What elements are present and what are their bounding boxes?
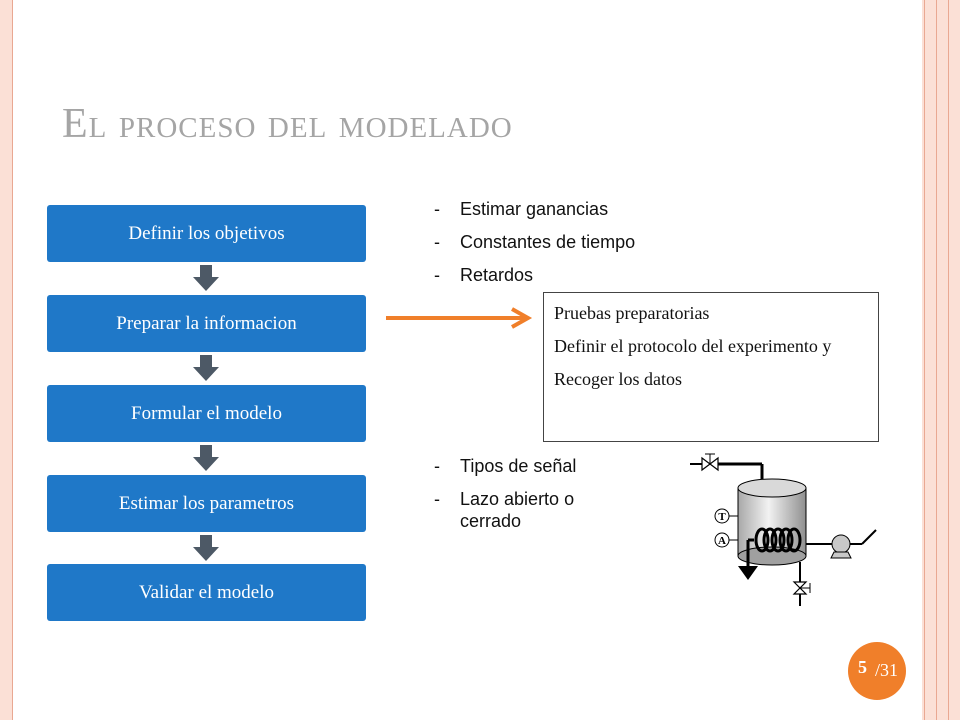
page-number: 5 [858,657,867,677]
bottom-bullet-list: Tipos de señal Lazo abierto o cerrado [428,455,628,543]
drain-valve-icon [792,581,811,595]
right-border-frame [922,0,960,720]
orange-arrow-icon [386,307,533,329]
preparation-note-box: Pruebas preparatorias Definir el protoco… [543,292,879,442]
temperature-sensor-icon: T [714,508,738,524]
top-bullet-list: Estimar ganancias Constantes de tiempo R… [428,198,748,297]
page-number-badge: 5 /31 [848,642,906,700]
down-arrow-icon [193,535,219,561]
outlet-pipe [806,529,877,545]
pump-icon [830,534,852,559]
down-arrow-icon [193,265,219,291]
analyzer-sensor-label: A [718,535,726,547]
analyzer-sensor-icon: A [714,532,738,548]
temperature-sensor-label: T [718,511,726,523]
flow-step-preparar-informacion: Preparar la informacion [47,295,366,352]
bullet-item: Estimar ganancias [428,198,748,220]
note-item: Recoger los datos [554,369,682,389]
left-border-frame [0,0,13,720]
flow-step-definir-objetivos: Definir los objetivos [47,205,366,262]
down-arrow-icon [193,355,219,381]
tank-process-diagram: T A [690,453,877,606]
heating-coil-icon [754,527,802,553]
inlet-valve-icon [701,453,719,472]
coil-inlet-arrow [738,538,758,580]
note-item: Definir el protocolo del experimento y [554,336,832,356]
bullet-item: Tipos de señal [428,455,628,477]
flow-step-formular-modelo: Formular el modelo [47,385,366,442]
flow-step-estimar-parametros: Estimar los parametros [47,475,366,532]
bullet-item: Lazo abierto o cerrado [428,488,628,532]
note-item: Pruebas preparatorias [554,303,710,323]
bullet-item: Constantes de tiempo [428,231,748,253]
flow-step-validar-modelo: Validar el modelo [47,564,366,621]
slide-title: El proceso del modelado [62,101,513,147]
down-arrow-icon [193,445,219,471]
page-total: /31 [875,660,899,680]
bullet-item: Retardos [428,264,748,286]
